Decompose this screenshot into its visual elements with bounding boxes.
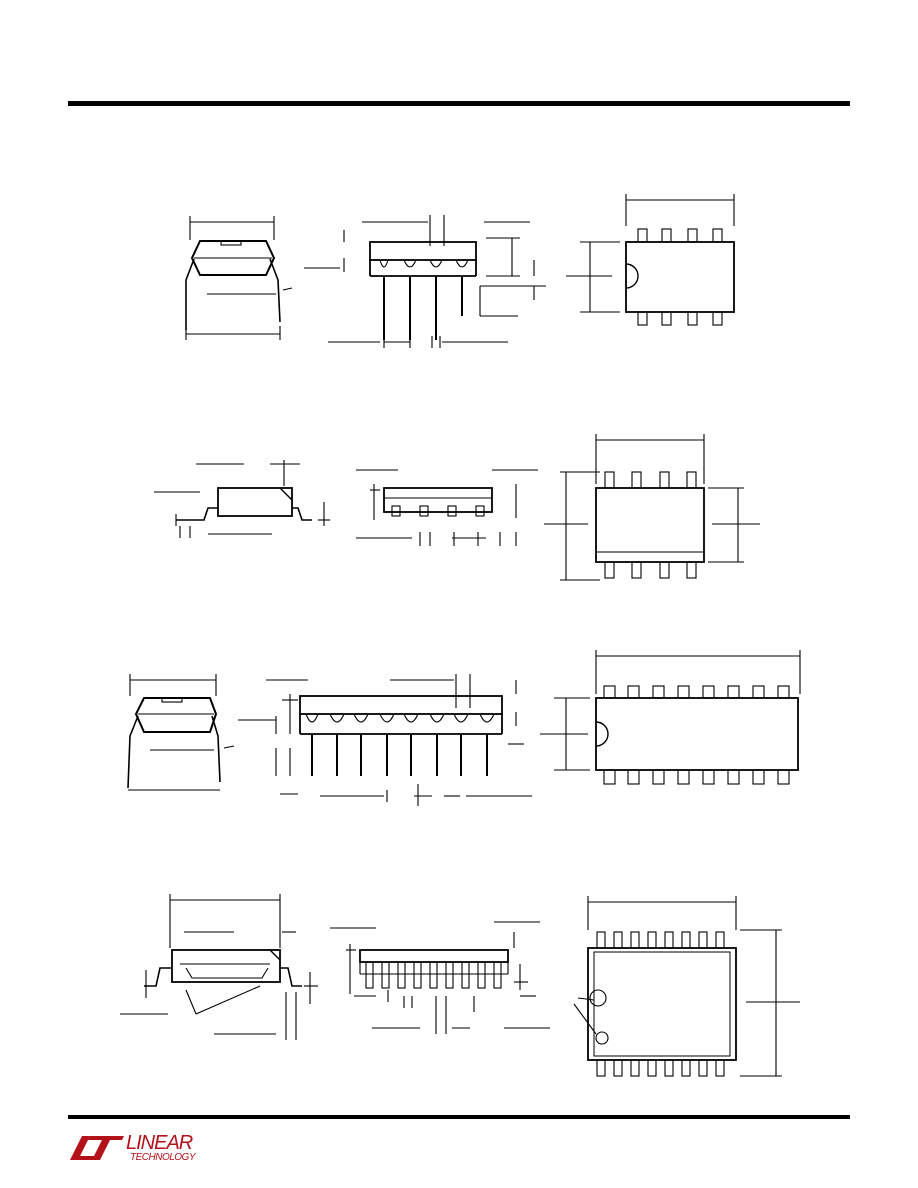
pkg4-side-view (330, 921, 550, 1034)
pkg3-top-view (540, 650, 801, 785)
header-rule (68, 101, 850, 106)
logo-word-linear: LINEAR (126, 1132, 193, 1154)
pkg1-side-view (304, 215, 546, 348)
pkg4-top-pins (596, 931, 725, 949)
pkg1-end-view (185, 216, 293, 340)
pkg2-top-view (544, 434, 760, 581)
lt-mark-icon (70, 1136, 124, 1160)
pkg2-end-view (154, 460, 330, 538)
logo-word-technology: TECHNOLOGY (130, 1152, 196, 1163)
linear-technology-logo: LINEAR TECHNOLOGY (68, 1130, 208, 1170)
pkg3-end-view (127, 674, 235, 791)
footer-rule (68, 1115, 850, 1119)
pkg1-top-view (566, 194, 735, 326)
pkg4-top-view (573, 896, 800, 1077)
pkg2-side-view (356, 469, 538, 546)
pkg3-side-view (238, 674, 532, 806)
pkg4-end-view (120, 894, 318, 1040)
pkg4-bottom-pins (596, 1059, 725, 1077)
